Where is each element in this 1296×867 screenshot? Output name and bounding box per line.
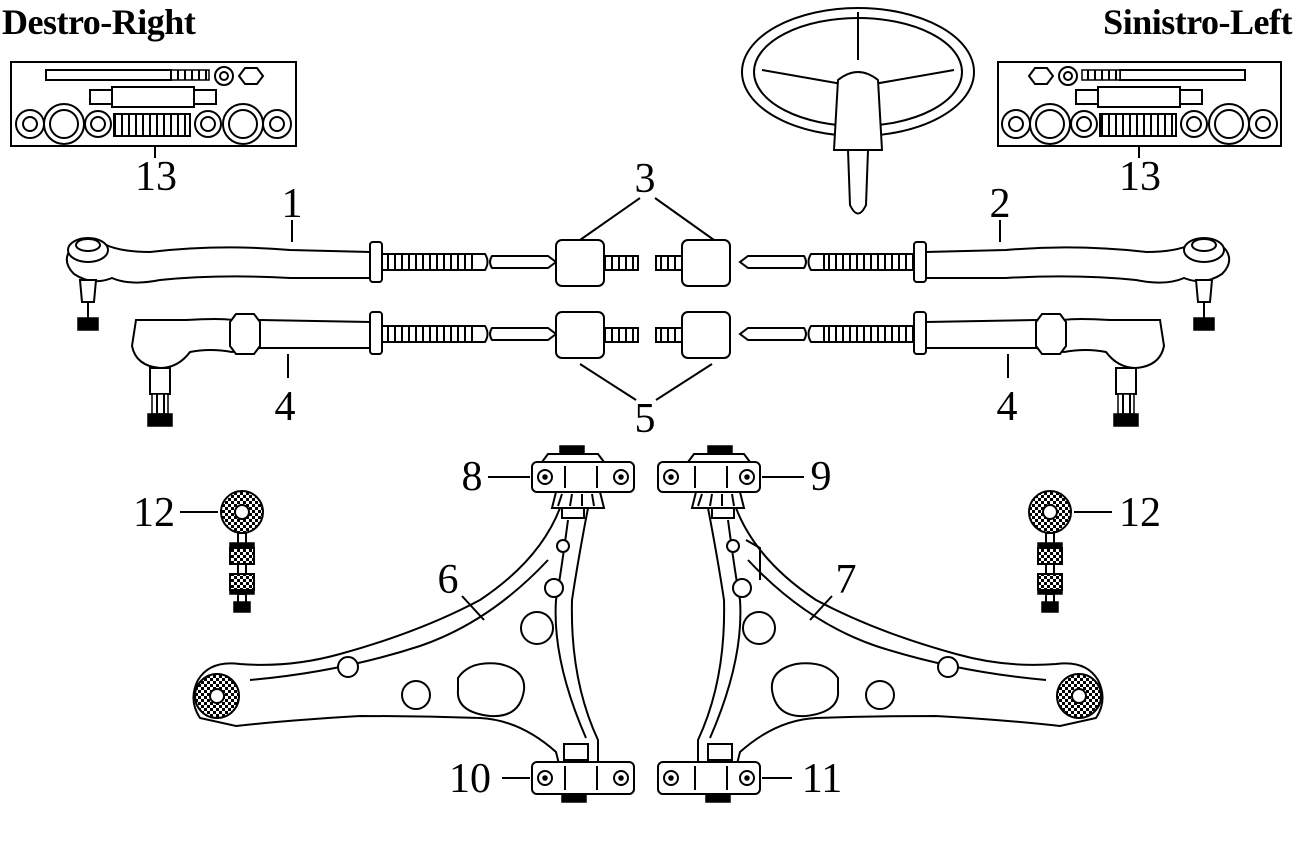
bushing-front-left	[657, 445, 761, 509]
tie-rod-end-left	[738, 311, 1166, 427]
steering-wheel	[741, 7, 975, 215]
callout-2: 2	[990, 181, 1011, 227]
callout-3: 3	[635, 156, 656, 202]
callout-8: 8	[462, 454, 483, 500]
bushing-rear-right	[531, 761, 635, 803]
hardware-kit-left	[997, 61, 1282, 158]
bushing-rear-left	[657, 761, 761, 803]
control-arm-left	[697, 505, 1104, 769]
callout-10: 10	[449, 756, 491, 802]
title-right-side: Destro-Right	[2, 2, 196, 42]
callout-12-right: 12	[133, 490, 175, 536]
hardware-kit-right	[10, 61, 297, 158]
kit-bushings-left	[1001, 103, 1278, 145]
callout-9: 9	[811, 454, 832, 500]
stabilizer-link-right	[220, 490, 264, 613]
tie-rod-left	[738, 237, 1231, 331]
tie-rod-end-right	[130, 311, 558, 427]
callout-13-left: 13	[1119, 154, 1161, 200]
bushing-front-right	[531, 445, 635, 509]
callout-4-right: 4	[275, 384, 296, 430]
callout-5: 5	[635, 396, 656, 442]
tie-rod-right	[65, 237, 558, 331]
leader-lines	[180, 197, 1112, 779]
callout-11: 11	[802, 756, 842, 802]
kit-bushings-right	[15, 103, 292, 145]
control-arm-right	[192, 505, 599, 769]
callout-6: 6	[438, 557, 459, 603]
callout-1: 1	[282, 181, 303, 227]
stabilizer-link-left	[1028, 490, 1072, 613]
inner-joints-lower	[555, 311, 731, 359]
callout-13-right: 13	[135, 154, 177, 200]
title-left-side: Sinistro-Left	[1103, 2, 1292, 42]
inner-joints-upper	[555, 239, 731, 287]
callout-12-left: 12	[1119, 490, 1161, 536]
callout-7: 7	[836, 557, 857, 603]
callout-4-left: 4	[997, 384, 1018, 430]
